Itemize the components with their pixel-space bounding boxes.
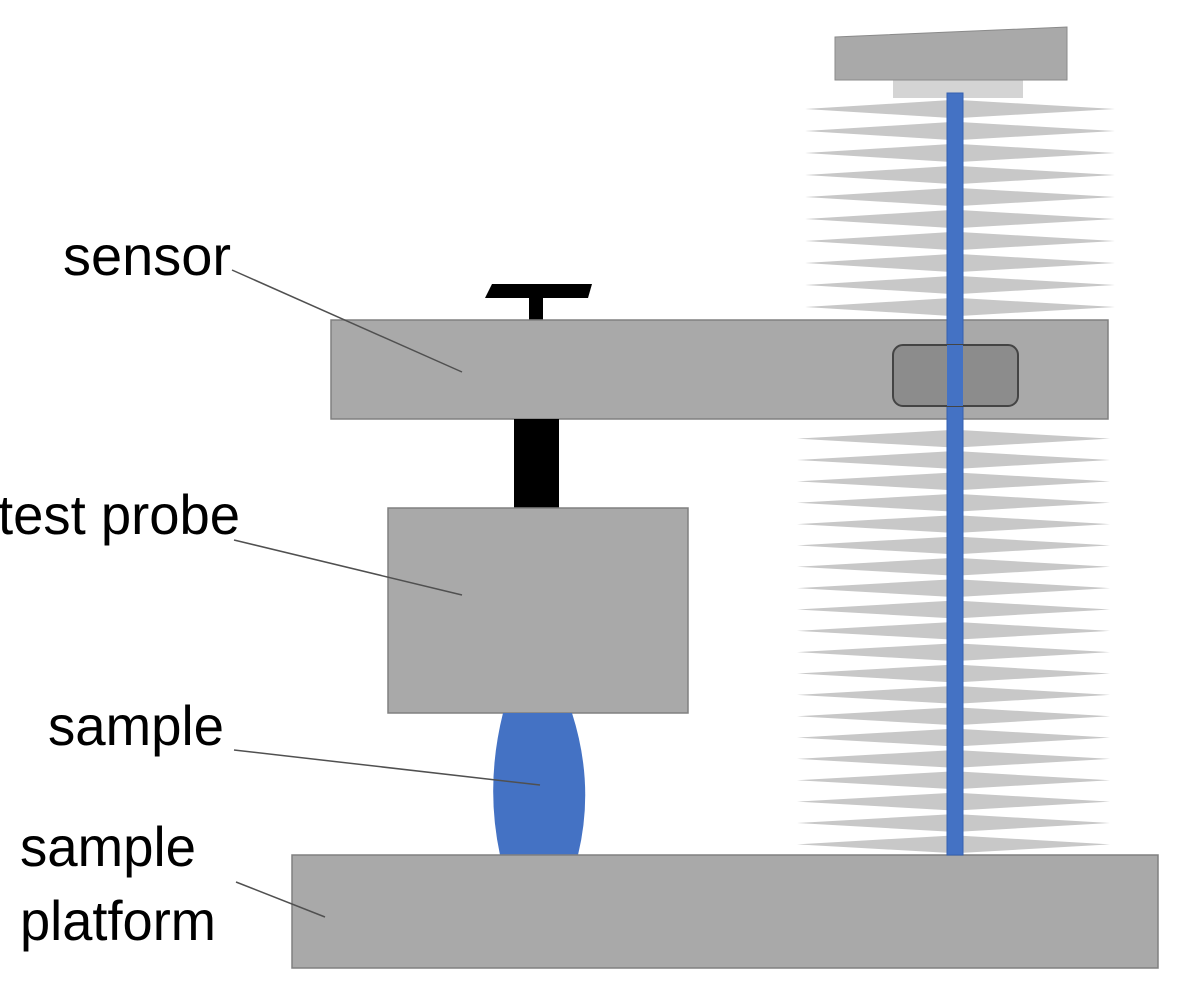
guide-rod-through-clamp xyxy=(947,345,963,406)
sample-shape xyxy=(493,713,586,855)
guide-rod xyxy=(946,92,964,856)
sample-platform-label-line1: sample xyxy=(20,815,196,878)
test-probe-block xyxy=(387,507,689,714)
sample-platform-label-line2: platform xyxy=(20,889,216,952)
sample-label: sample xyxy=(48,694,224,757)
sensor-label: sensor xyxy=(63,224,231,287)
test-probe-label: test probe xyxy=(0,483,240,546)
sensor-knob-stem xyxy=(529,296,543,322)
column-cap-base xyxy=(893,80,1023,98)
sensor-leader-line xyxy=(231,269,463,373)
column-cap xyxy=(834,26,1068,81)
probe-shaft xyxy=(514,419,559,509)
sample-platform xyxy=(291,854,1159,969)
test-probe-leader-line xyxy=(233,539,463,596)
sample-leader-line xyxy=(233,749,541,786)
sensor-knob-top xyxy=(485,284,592,298)
platform-leader-line xyxy=(235,881,326,918)
